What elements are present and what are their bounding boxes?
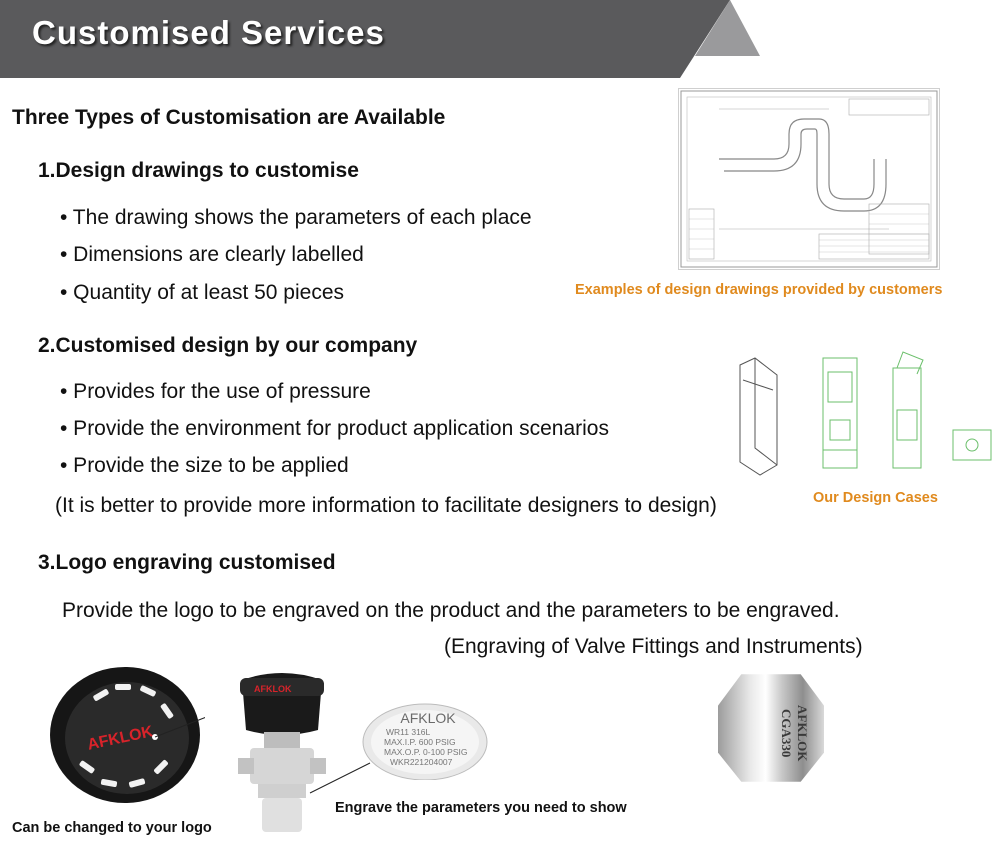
header-banner [0,0,730,78]
section1-bullet-1: • The drawing shows the parameters of ea… [60,206,532,229]
fitting-line-1: AFKLOK [795,704,810,762]
hex-fitting-photo [718,674,824,782]
section2-note: (It is better to provide more informatio… [55,494,717,517]
knob-photo: AFKLOK [50,667,205,803]
section3-heading: 3.Logo engraving customised [38,551,336,574]
regulator-logo-text: AFKLOK [254,684,292,694]
section2-bullet-1: • Provides for the use of pressure [60,380,371,403]
section1-bullet-2: • Dimensions are clearly labelled [60,243,364,266]
regulator-photo: AFKLOK [238,673,326,832]
plate-line-4: MAX.O.P. 0-100 PSIG [384,747,468,757]
plate-line-2: WR11 316L [386,727,431,737]
logo-caption: Can be changed to your logo [12,820,212,836]
design-cases-image [735,350,997,480]
technical-drawing-icon [680,90,938,268]
design-cases-caption: Our Design Cases [813,490,938,506]
section2-bullet-3: • Provide the size to be applied [60,454,349,477]
plate-line-5: WKR221204007 [390,757,453,767]
design-drawing-caption: Examples of design drawings provided by … [575,282,943,298]
page-title: Customised Services [32,14,385,51]
section2-heading: 2.Customised design by our company [38,334,418,357]
engraved-plate-photo: AFKLOK WR11 316L MAX.I.P. 600 PSIG MAX.O… [358,700,488,781]
plate-icon [362,703,488,781]
plate-line-3: MAX.I.P. 600 PSIG [384,737,456,747]
design-drawing-image [678,88,940,270]
section1-bullet-3: • Quantity of at least 50 pieces [60,281,345,304]
plate-line-1: AFKLOK [400,710,456,726]
intro-heading: Three Types of Customisation are Availab… [12,106,446,129]
fitting-engraving: AFKLOK CGA330 [740,688,810,778]
params-caption: Engrave the parameters you need to show [335,800,627,816]
section3-line-1: Provide the logo to be engraved on the p… [62,599,840,622]
cabinet-drawings-icon [739,351,992,476]
section3-line-2: (Engraving of Valve Fittings and Instrum… [444,635,863,658]
section2-bullet-2: • Provide the environment for product ap… [60,417,609,440]
fitting-line-2: CGA330 [779,708,794,758]
pointer-arrow [309,762,371,794]
section1-heading: 1.Design drawings to customise [38,159,359,182]
